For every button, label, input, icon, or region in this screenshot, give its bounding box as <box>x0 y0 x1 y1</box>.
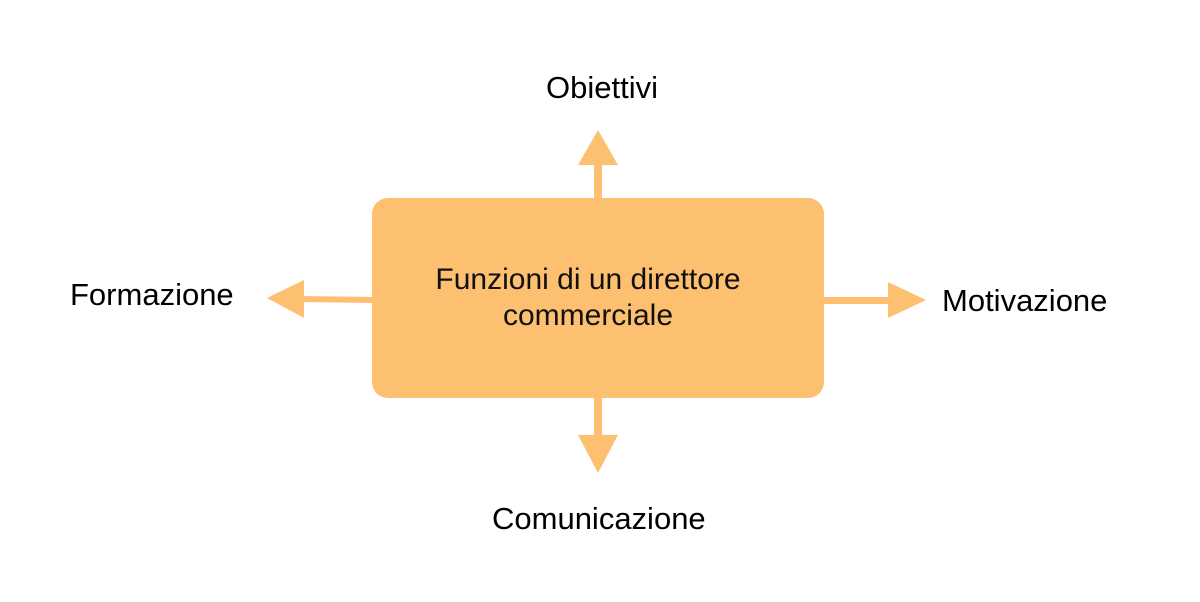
central-node-label: Funzioni di un direttore commerciale <box>435 263 741 332</box>
central-node: Funzioni di un direttore commerciale <box>372 198 824 398</box>
arrow-down <box>578 394 618 473</box>
node-label-right: Motivazione <box>942 283 1108 318</box>
arrow-up <box>578 130 618 202</box>
node-label-bottom: Comunicazione <box>492 501 706 536</box>
node-label-left: Formazione <box>70 277 234 312</box>
arrow-left <box>267 280 376 318</box>
arrow-right <box>820 282 926 318</box>
node-label-top: Obiettivi <box>546 70 658 105</box>
